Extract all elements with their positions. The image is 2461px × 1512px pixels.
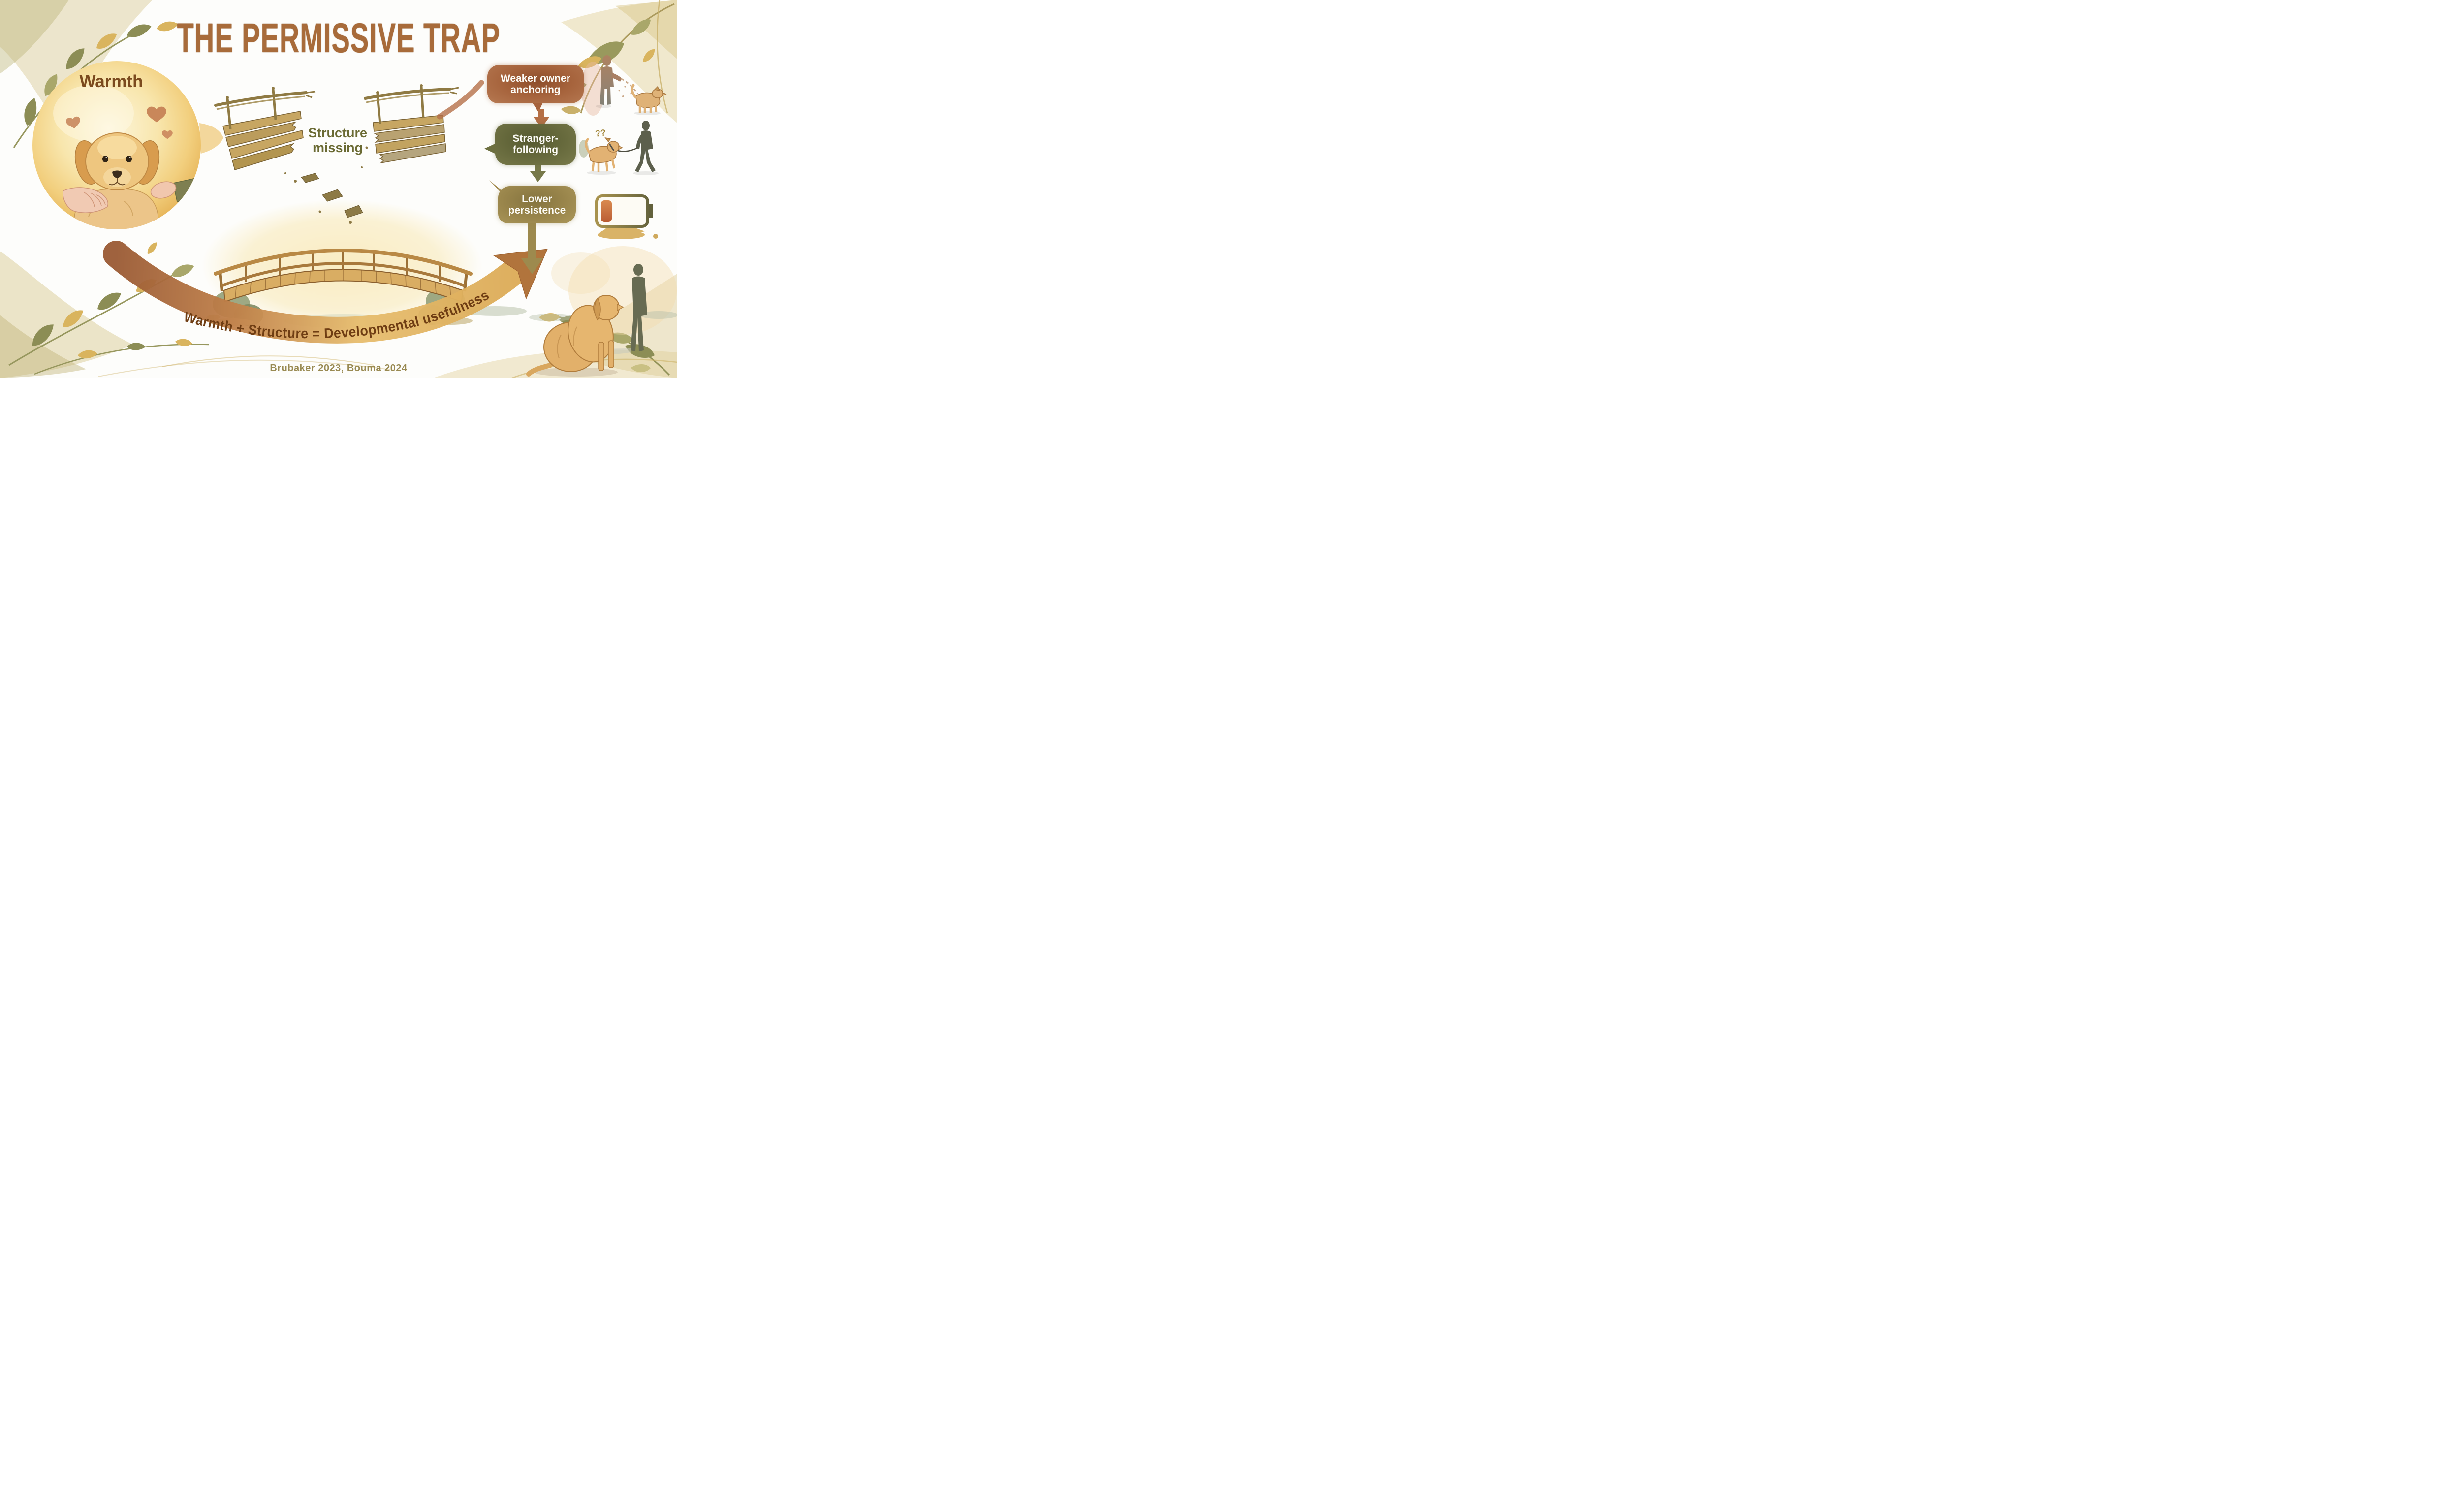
battery-terminal [649,204,653,218]
down-arrow-2 [530,162,546,182]
bubble-2-left-tail [484,143,497,155]
confusion-question-marks: ?? [595,127,607,139]
infographic-canvas: Warmth + Structure = Developmental usefu… [0,0,677,378]
callout-lower-persistence: Lower persistence [498,186,576,223]
departing-person-silhouette [631,264,647,351]
structure-missing-label: Structure missing [308,126,368,155]
leaf-branch-bottom-left-decoration [0,240,394,378]
owner-frayed-leash-dog-icon [581,55,667,116]
draining-battery-icon [595,194,658,239]
callout-weaker-owner-anchoring: Weaker owner anchoring [487,65,584,103]
callout-label: Lower persistence [508,193,566,216]
bridge-rail-top [214,249,473,276]
bubble-1-tail [532,101,543,112]
callout-connectors [484,101,549,274]
down-arrow-1 [534,109,549,128]
leak-puddle [598,230,645,239]
puppy-with-hands-illustration [63,132,199,229]
callout-stranger-following: Stranger-following [495,124,576,165]
broken-bridge-left [214,87,316,170]
warmth-label: Warmth [79,72,143,91]
callout-label: Weaker owner anchoring [500,72,570,95]
leaf-branch-top-left-decoration [0,0,179,148]
leaf-branch-top-right-decoration [560,0,677,123]
hearts-icon [66,106,173,139]
down-arrow-3 [521,221,543,274]
callout-label: Stranger-following [512,132,559,156]
connector-swoosh [437,80,484,120]
sitting-dog [526,295,624,377]
bridge-planks [235,270,451,298]
dog-watching-owner-leave [526,264,647,377]
horizon-wash-2 [551,252,610,294]
frayed-leash [621,78,639,94]
puppy-nose [112,170,122,178]
page-title: THE PERMISSIVE TRAP [177,14,501,62]
illustration-layer: Warmth + Structure = Developmental usefu… [32,55,677,377]
falling-planks-debris [284,146,368,224]
battery-low-cell [601,200,612,222]
citation-footer: Brubaker 2023, Bouma 2024 [270,363,408,374]
puppy-eye [126,156,132,162]
collar [608,143,615,151]
dog-following-stranger-icon: ?? [579,121,659,175]
standing-dog [631,84,667,113]
stranger-silhouette [635,121,656,172]
petting-hand-left [63,187,108,213]
petting-hand-right [150,181,177,199]
puppy-eye [102,156,108,162]
bridge-rail-lower [221,262,465,287]
broken-bridge-right [364,84,459,164]
following-dog [585,137,623,172]
